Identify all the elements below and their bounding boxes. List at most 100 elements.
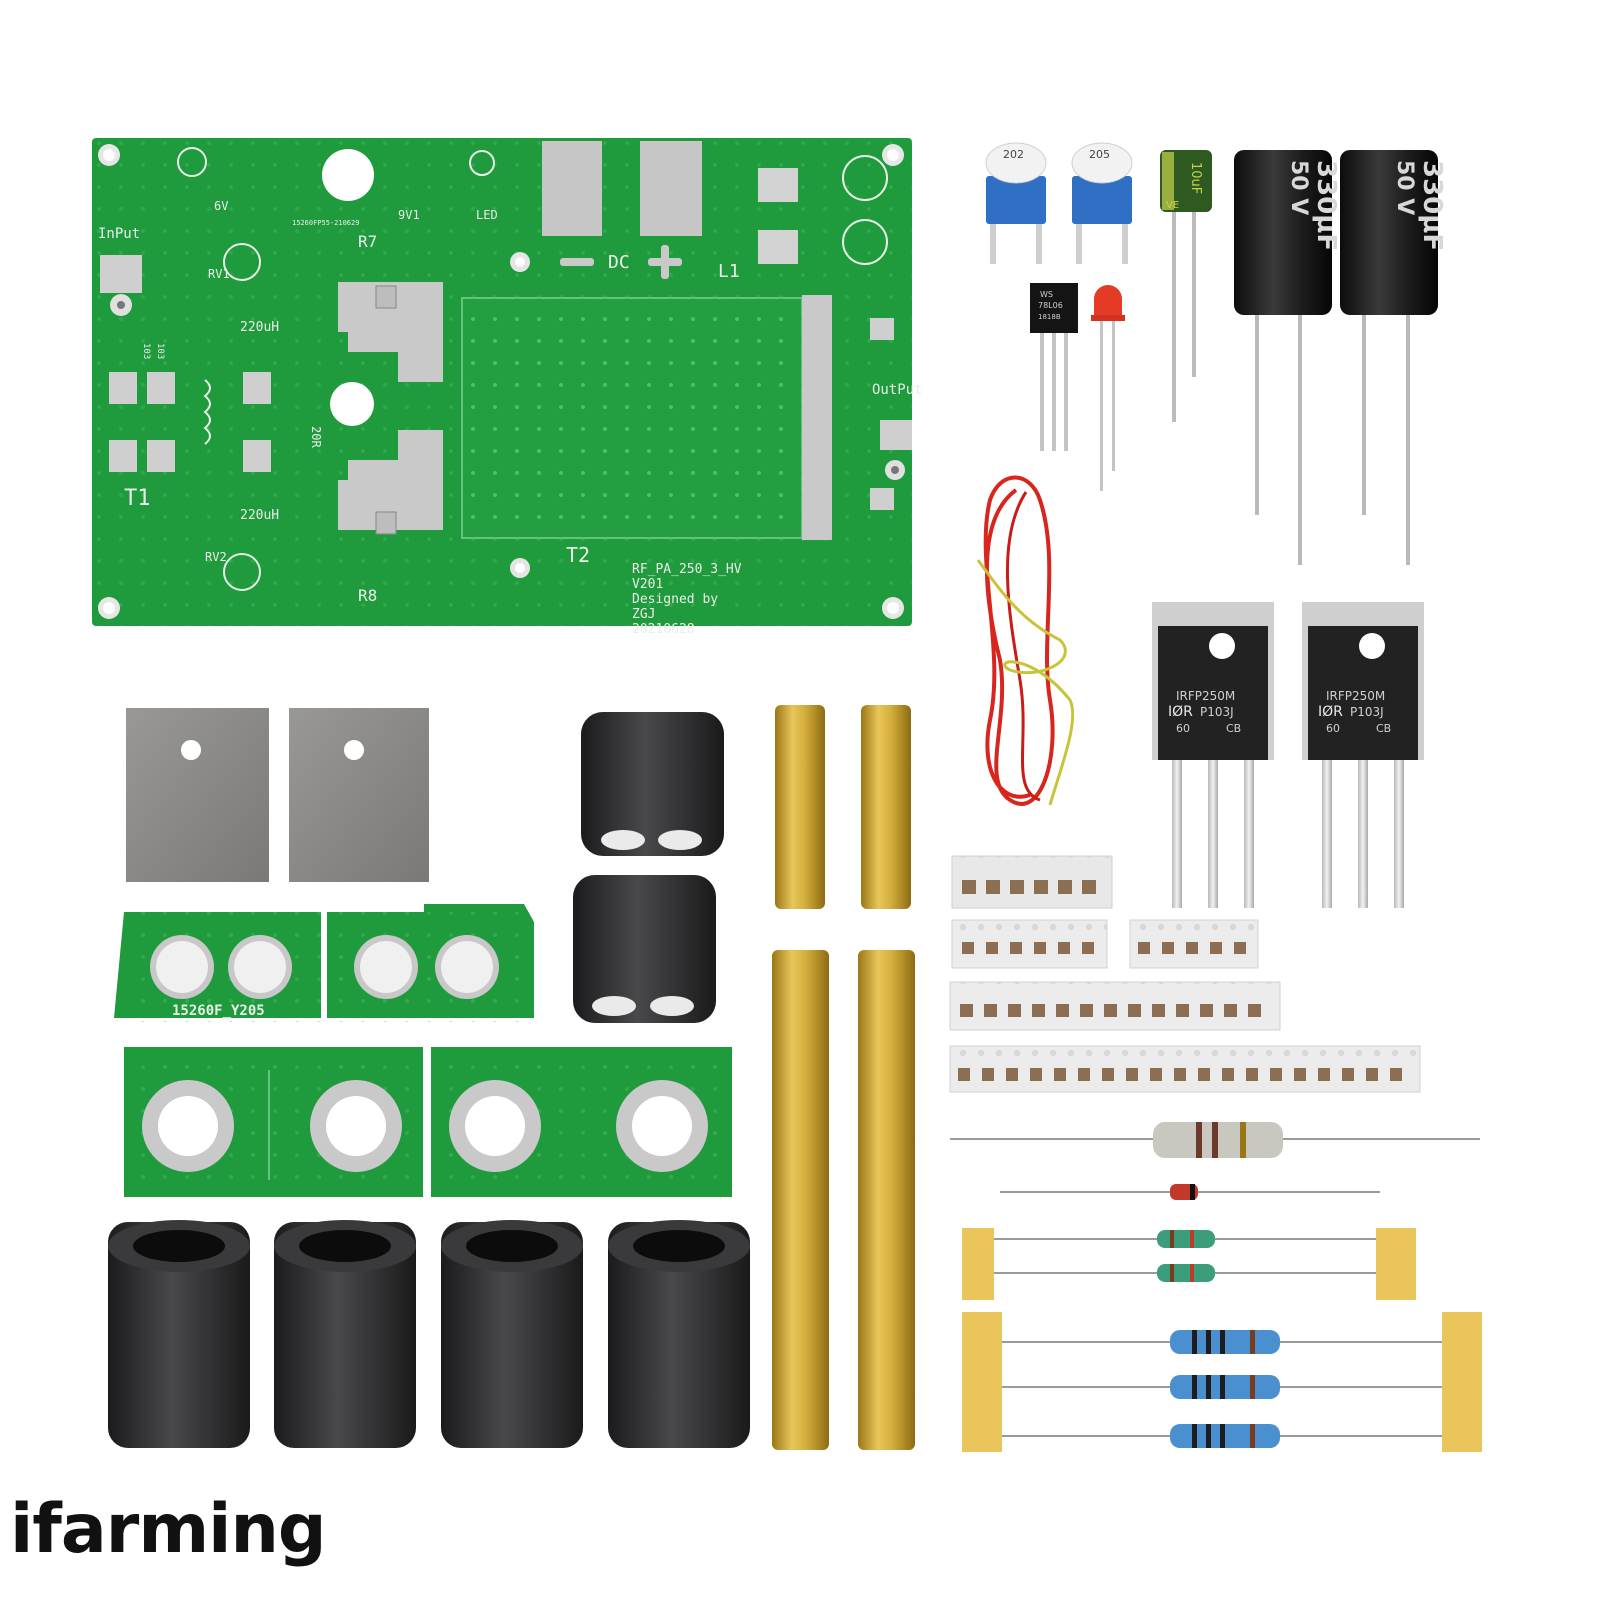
small-cap-code: VE: [1166, 200, 1179, 211]
smd-chip: [1104, 1004, 1117, 1017]
pcb-designed-by: Designed by: [632, 592, 718, 607]
pcb-label-9v1: 9V1: [398, 208, 420, 222]
small-electrolytic-capacitor: 10uF VE: [1160, 150, 1212, 422]
regulator-code: 1818B: [1038, 313, 1061, 321]
small-cap-text: 10uF: [1188, 162, 1203, 194]
smd-chip: [1078, 1068, 1090, 1081]
smd-chip: [1128, 1004, 1141, 1017]
pcb-label-220uh-top: 220uH: [240, 320, 279, 335]
mosfet-irfp250m: IØR IRFP250M P103J 60 CB: [1302, 602, 1424, 908]
resistor-tape-blue: [962, 1312, 1482, 1452]
smd-chip: [1186, 942, 1198, 954]
pcb-board-code: 15260FP55-210629: [292, 219, 359, 227]
smd-chip: [962, 880, 976, 894]
ferrite-toroid-tube: [274, 1220, 416, 1448]
smd-tape: [951, 919, 1108, 969]
capacitor-voltage: 50 V: [1286, 160, 1311, 215]
smd-chip: [962, 942, 974, 954]
thermal-pad: [126, 708, 269, 882]
pcb-label-r7: R7: [358, 232, 377, 251]
smd-chip: [1010, 942, 1022, 954]
smd-chip: [1080, 1004, 1093, 1017]
smd-chip: [1390, 1068, 1402, 1081]
large-pcb-strip: [124, 1047, 732, 1197]
power-resistor: [950, 1122, 1480, 1158]
smd-chip: [1366, 1068, 1378, 1081]
pcb-label-dc: DC: [608, 252, 630, 273]
smd-chip: [1318, 1068, 1330, 1081]
smd-chip: [1010, 880, 1024, 894]
small-pcb-y205: 15260F_Y205: [114, 904, 534, 1022]
smd-chip: [1138, 942, 1150, 954]
capacitor-value: 330µF: [1417, 160, 1447, 251]
pcb-date: 20210628: [632, 622, 695, 637]
resistor-tape-green: [962, 1228, 1416, 1300]
smd-chip: [1006, 1068, 1018, 1081]
trimmer-potentiometer: 202: [985, 142, 1047, 264]
mosfet-code: P103J: [1200, 705, 1234, 719]
pcb-label-103a: 103: [141, 343, 151, 359]
small-pcb-label: 15260F_Y205: [172, 1003, 265, 1019]
main-pcb: InPut OutPut 6V 9V1 LED RV1 RV2 R7 R8 L1…: [92, 138, 923, 637]
trimmer-code: 205: [1089, 148, 1110, 161]
pcb-author: ZGJ: [632, 607, 655, 622]
smd-chip: [1008, 1004, 1021, 1017]
binocular-ferrite-core: [573, 875, 716, 1023]
smd-chip-group: [958, 880, 1402, 1081]
ferrite-toroid-tube: [608, 1220, 750, 1448]
smd-chip: [1174, 1068, 1186, 1081]
ferrite-toroid-tube: [108, 1220, 250, 1448]
pcb-label-output: OutPut: [872, 382, 923, 398]
brass-tube-long: [858, 950, 915, 1450]
smd-chip: [1246, 1068, 1258, 1081]
pcb-label-rv2: RV2: [205, 550, 227, 564]
diode: [1000, 1184, 1380, 1200]
thermal-pad: [289, 708, 429, 882]
pcb-label-r8: R8: [358, 586, 377, 605]
smd-chip: [958, 1068, 970, 1081]
brass-tube-short: [861, 705, 911, 909]
smd-chip: [1150, 1068, 1162, 1081]
pcb-label-led: LED: [476, 208, 498, 222]
smd-chip: [1056, 1004, 1069, 1017]
brass-tube-short: [775, 705, 825, 909]
pcb-label-t2: T2: [566, 543, 590, 567]
pcb-label-103b: 103: [155, 343, 165, 359]
smd-chip: [982, 1068, 994, 1081]
red-led: [1091, 285, 1125, 491]
smd-chip: [1270, 1068, 1282, 1081]
electrolytic-capacitor-330uf: 330µF 50 V: [1340, 150, 1447, 565]
smd-chip: [1030, 1068, 1042, 1081]
mosfet-part: IRFP250M: [1326, 689, 1385, 703]
regulator-brand: WS: [1040, 290, 1053, 299]
smd-chip: [1162, 942, 1174, 954]
smd-chip: [1234, 942, 1246, 954]
mosfet-line1: 60: [1326, 722, 1340, 735]
electrolytic-capacitor-330uf: 330µF 50 V: [1234, 150, 1341, 565]
mosfet-code: P103J: [1350, 705, 1384, 719]
smd-chip: [1032, 1004, 1045, 1017]
smd-chip: [1082, 880, 1096, 894]
capacitor-value: 330µF: [1311, 160, 1341, 251]
pcb-label-rv1: RV1: [208, 267, 230, 281]
dc-pad: [640, 141, 702, 236]
smd-chip: [1342, 1068, 1354, 1081]
smd-chip: [1054, 1068, 1066, 1081]
brass-tube-long: [772, 950, 829, 1450]
pcb-model: RF_PA_250_3_HV: [632, 562, 742, 577]
pcb-label-6v: 6V: [214, 199, 228, 213]
voltage-regulator-78l06: WS 78L06 1818B: [1030, 283, 1078, 451]
mosfet-part: IRFP250M: [1176, 689, 1235, 703]
pcb-label-t1: T1: [124, 486, 151, 511]
smd-chip: [960, 1004, 973, 1017]
smd-chip: [1102, 1068, 1114, 1081]
smd-chip: [1058, 880, 1072, 894]
pcb-label-l1: L1: [718, 261, 740, 282]
smd-chip: [1210, 942, 1222, 954]
brand-watermark: ifarming: [10, 1490, 327, 1569]
pcb-label-input: InPut: [98, 226, 140, 242]
smd-chip: [986, 942, 998, 954]
regulator-part: 78L06: [1038, 301, 1063, 310]
trimmer-code: 202: [1003, 148, 1024, 161]
